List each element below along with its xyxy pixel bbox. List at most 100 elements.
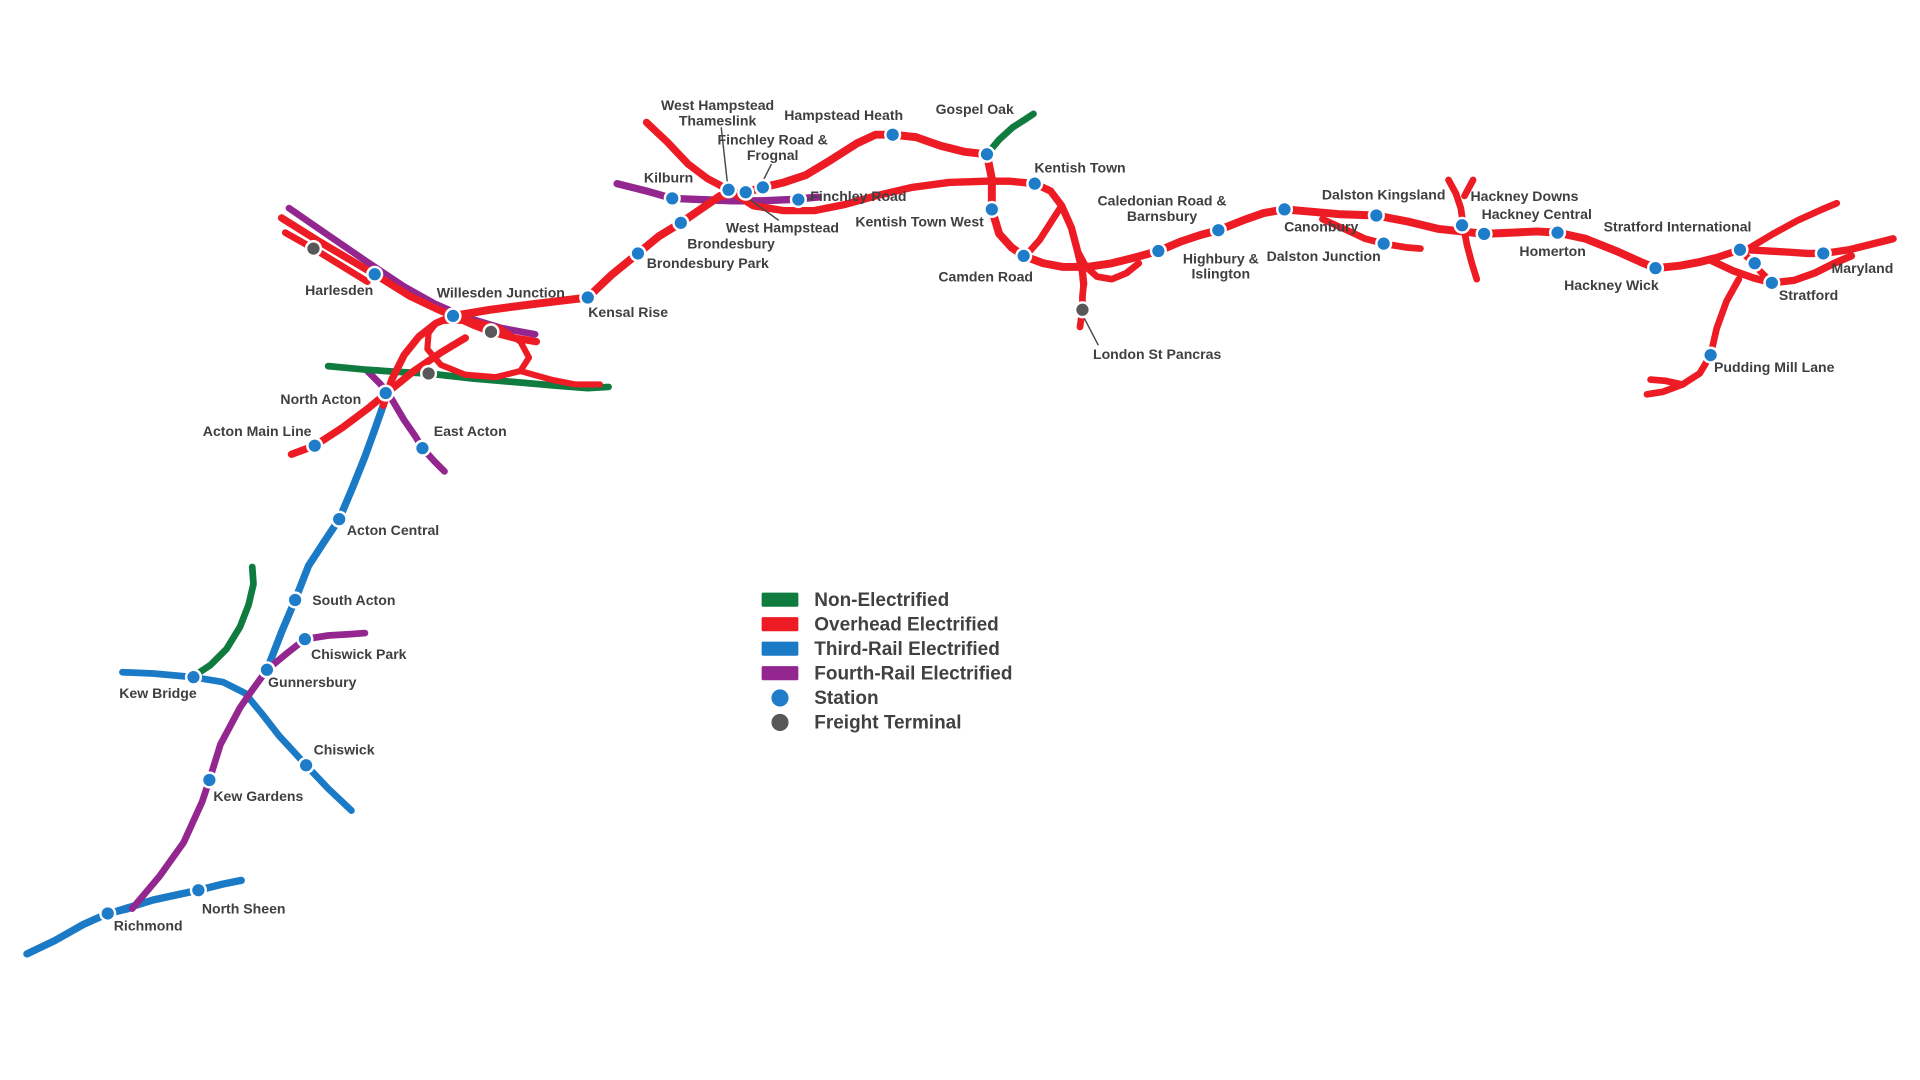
station-pudding-mill-lane: Pudding Mill Lane: [1702, 346, 1835, 375]
leader-west-hampstead: [747, 197, 780, 222]
station-kentish-town: Kentish Town: [1026, 160, 1126, 193]
legend-item-station: Station: [771, 688, 879, 709]
line-north-london-line-south: [263, 401, 387, 674]
station-hampstead-heath: Hampstead Heath: [784, 107, 903, 144]
station-dot: [1475, 225, 1493, 243]
station-dot: [1731, 241, 1749, 259]
station-maryland: Maryland: [1814, 244, 1894, 276]
station-dot: [579, 288, 597, 307]
station-label: Caledonian Road &: [1098, 193, 1227, 209]
station-dot: [377, 384, 395, 402]
station-label: Kentish Town: [1034, 160, 1125, 176]
station-dalston-junction: Dalston Junction: [1267, 235, 1393, 264]
line-dalston-junction-branch: [1319, 215, 1424, 252]
station-dot: [189, 881, 207, 899]
station-dot: [1548, 224, 1567, 242]
legend-dot-freight: [771, 713, 789, 732]
station-dot: [413, 439, 432, 457]
line-camden-triangle-east: [1074, 247, 1143, 283]
freight-terminal-dot: [482, 323, 500, 341]
leader-west-hampstead-thameslink: [720, 127, 729, 183]
legend-swatch-overhead: [761, 617, 799, 632]
station-dot: [754, 178, 772, 196]
legend-swatch-third_rail: [761, 641, 799, 656]
station-label: Islington: [1191, 266, 1250, 282]
legend-label: Overhead Electrified: [814, 615, 999, 636]
station-north-acton: North Acton: [280, 384, 395, 407]
station-label: Richmond: [114, 918, 183, 934]
line-stratford-south-line: [1708, 252, 1856, 287]
station-dot: [1746, 254, 1764, 272]
station-dot: [1275, 200, 1294, 218]
station-label: Hackney Wick: [1564, 277, 1659, 293]
station-gunnersbury: Gunnersbury: [258, 661, 357, 690]
station-dot: [258, 661, 276, 679]
station-label: Frognal: [747, 147, 799, 163]
legend-label: Non-Electrified: [814, 590, 949, 611]
station-dot: [444, 307, 462, 325]
station-north-sheen: North Sheen: [189, 881, 286, 916]
station-richmond: Richmond: [99, 904, 183, 934]
station-hackney-central: Hackney Central: [1475, 206, 1592, 243]
station-label: Kilburn: [644, 169, 693, 185]
station-dot: [1646, 259, 1665, 277]
legend-item-non-electrified: Non-Electrified: [761, 590, 949, 611]
station-gospel-oak: Gospel Oak: [936, 101, 1014, 163]
station-dot: [1814, 244, 1832, 263]
station-label: Maryland: [1832, 260, 1894, 276]
station-label: Willesden Junction: [437, 285, 565, 301]
line-freight-spur-harlesden: [281, 229, 371, 285]
station-hackney-wick: Hackney Wick: [1564, 259, 1665, 293]
station-chiswick-park: Chiswick Park: [296, 630, 407, 662]
station-camden-road: Camden Road: [938, 247, 1033, 285]
legend-label: Third-Rail Electrified: [814, 639, 1000, 660]
station-dot: [789, 191, 807, 209]
line-nll-acton-willesden: [379, 312, 457, 409]
station-label: South Acton: [312, 592, 395, 608]
station-east-acton: East Acton: [413, 423, 507, 457]
station-dot: [1367, 206, 1385, 225]
station-label: Chiswick Park: [311, 646, 407, 662]
station-kew-bridge: Kew Bridge: [119, 668, 203, 701]
line-pudding-mill-branch: [1643, 275, 1743, 398]
line-stratford-ne-branch: [1745, 199, 1841, 252]
station-homerton: Homerton: [1519, 224, 1586, 259]
station-label: Hampstead Heath: [784, 107, 903, 123]
station-dot: [978, 145, 996, 163]
station-stratford-cluster: [1746, 254, 1764, 272]
station-dot: [297, 756, 315, 774]
station-acton-main-line: Acton Main Line: [203, 423, 324, 455]
station-dot: [99, 904, 117, 923]
line-loop-east-connector: [517, 367, 604, 388]
station-label: Brondesbury Park: [647, 255, 769, 271]
line-pudding-mill-fork: [1647, 376, 1686, 388]
station-label: Homerton: [1519, 243, 1585, 259]
line-hounslow-loop: [119, 668, 355, 814]
station-dot: [286, 591, 304, 609]
legend-item-freight-terminal: Freight Terminal: [771, 713, 961, 734]
station-dot: [200, 771, 218, 789]
station-dot: [1702, 346, 1720, 364]
line-wcml-corridor: [277, 214, 457, 320]
station-brondesbury: Brondesbury: [672, 214, 775, 252]
station-brondesbury-park: Brondesbury Park: [629, 244, 769, 271]
station-label: Barnsbury: [1127, 208, 1198, 224]
freight-terminal-freight-harlesden: [304, 240, 323, 258]
line-district-chiswick-park: [263, 629, 369, 674]
station-dot: [1209, 221, 1227, 239]
station-dot: [366, 265, 384, 283]
station-dot: [884, 126, 902, 144]
station-label: Kew Bridge: [119, 685, 197, 701]
line-central-line-actons: [362, 366, 448, 475]
leader-london-st-pancras: [1081, 314, 1100, 346]
station-hackney-downs: Hackney Downs: [1453, 188, 1579, 234]
station-dot: [1763, 274, 1781, 292]
legend-item-fourth-rail-electrified: Fourth-Rail Electrified: [761, 664, 1012, 685]
station-label: East Acton: [434, 423, 507, 439]
legend-item-overhead-electrified: Overhead Electrified: [761, 615, 999, 636]
station-label: West Hampstead: [661, 97, 774, 113]
station-dot: [720, 181, 738, 199]
legend-swatch-fourth_rail: [761, 666, 799, 681]
line-lea-valley-y-arm: [1461, 176, 1477, 200]
